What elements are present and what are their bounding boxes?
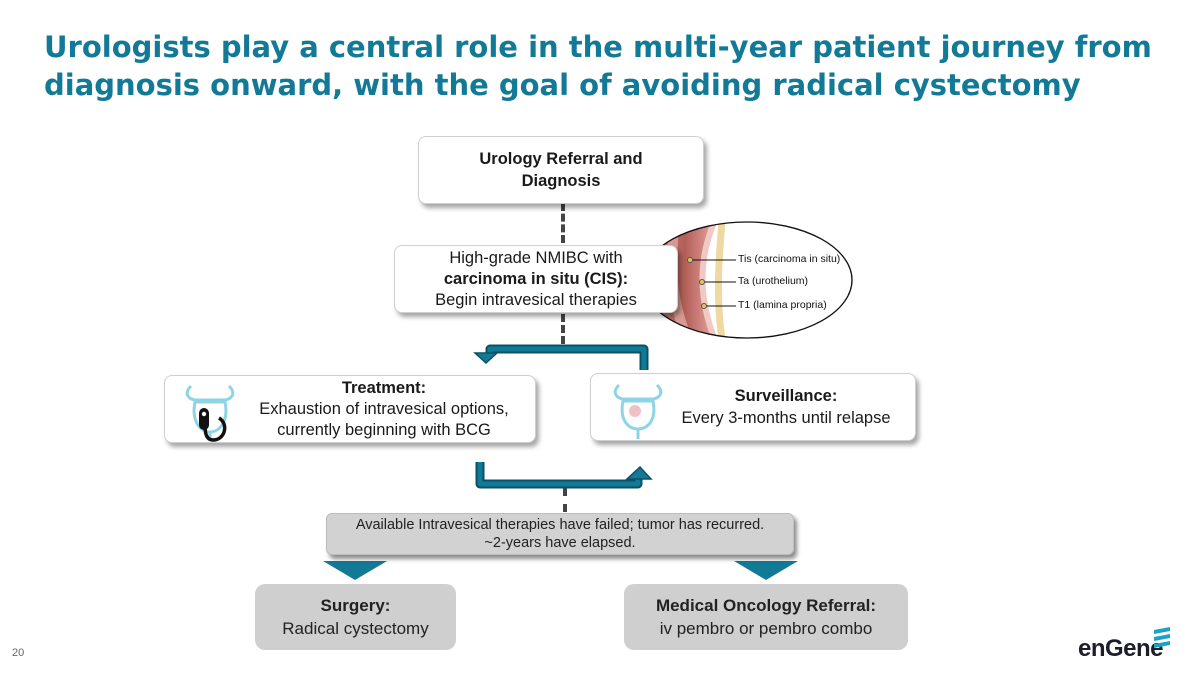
page-title: Urologists play a central role in the mu… (44, 30, 1152, 102)
nmibc-line1: High-grade NMIBC with (449, 248, 623, 267)
logo-text: enGene (1078, 635, 1164, 662)
treatment-line1: Exhaustion of intravesical options, (259, 399, 509, 418)
surgery-heading: Surgery: (320, 596, 391, 615)
logo-mark-icon (1154, 627, 1170, 648)
stage-label-ta: Ta (urothelium) (738, 275, 809, 287)
arrow-to-surgery (323, 561, 387, 580)
surgery-line1: Radical cystectomy (282, 619, 429, 638)
surgery-box: Surgery: Radical cystectomy (255, 584, 456, 650)
oncology-heading: Medical Oncology Referral: (655, 596, 877, 615)
treatment-box: Treatment: Exhaustion of intravesical op… (164, 375, 536, 443)
stage-label-t1: T1 (lamina propria) (738, 299, 827, 311)
failure-box: Available Intravesical therapies have fa… (326, 513, 794, 555)
arrow-to-oncology (734, 561, 798, 580)
failure-line1: Available Intravesical therapies have fa… (355, 517, 765, 533)
oncology-box: Medical Oncology Referral: iv pembro or … (624, 584, 908, 650)
nmibc-line3: Begin intravesical therapies (435, 290, 637, 309)
catheter-icon (185, 384, 235, 442)
nmibc-line2: carcinoma in situ (CIS): (443, 269, 629, 288)
surveillance-box: Surveillance: Every 3-months until relap… (590, 373, 916, 441)
stage-label-tis: Tis (carcinoma in situ) (738, 253, 841, 265)
loop-arrow (475, 462, 653, 489)
company-logo: enGene (1078, 625, 1178, 665)
surveillance-line1: Every 3-months until relapse (681, 409, 891, 427)
bladder-tumor-icon (613, 383, 663, 439)
failure-line2: ~2-years have elapsed. (484, 535, 636, 551)
connector-nmibc-to-branch (561, 314, 565, 344)
oncology-line1: iv pembro or pembro combo (659, 619, 873, 638)
referral-line1: Urology Referral and (479, 150, 643, 168)
connector-loop-to-failure (563, 488, 567, 512)
treatment-line2: currently beginning with BCG (277, 420, 491, 439)
page-number: 20 (12, 647, 25, 659)
surveillance-heading: Surveillance: (734, 387, 838, 405)
branch-arrow (473, 344, 649, 370)
referral-line2: Diagnosis (521, 172, 601, 190)
nmibc-box: High-grade NMIBC with carcinoma in situ … (394, 245, 678, 313)
referral-box: Urology Referral and Diagnosis (418, 136, 704, 204)
treatment-heading: Treatment: (341, 378, 427, 397)
connector-referral-to-nmibc (561, 203, 565, 243)
